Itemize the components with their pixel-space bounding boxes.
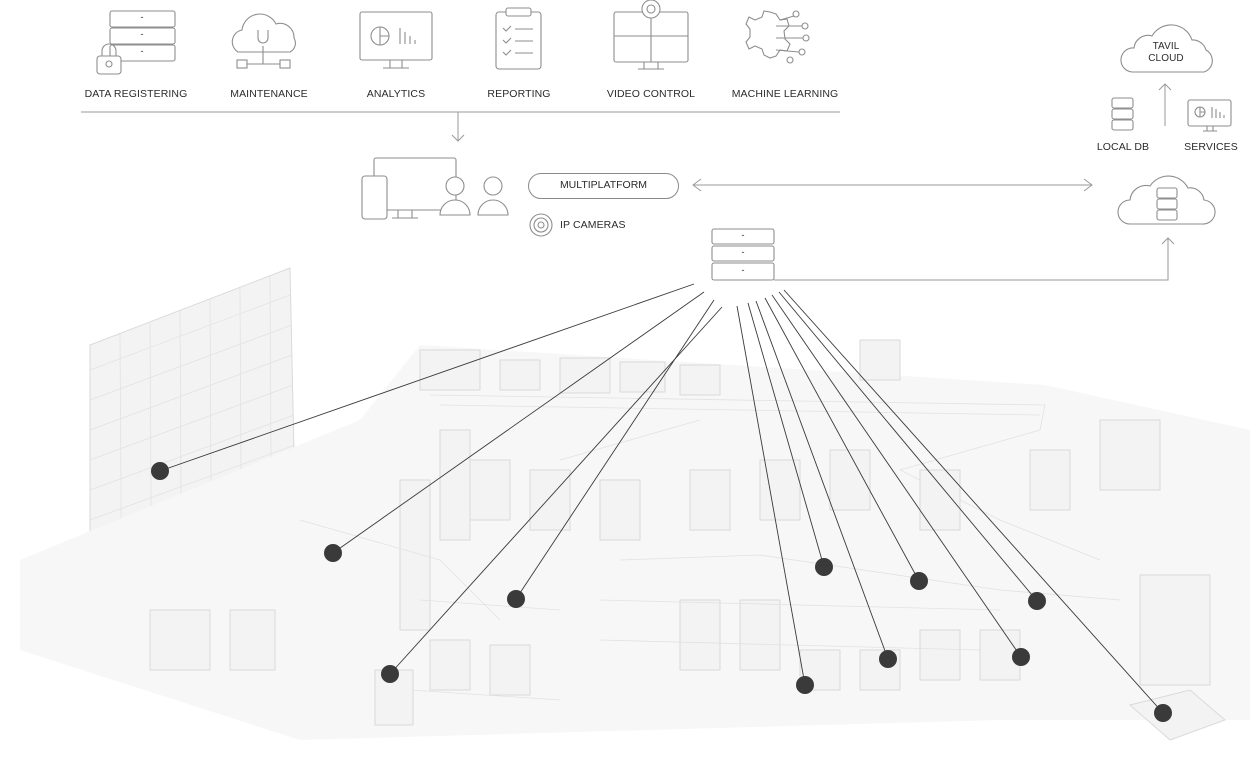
node-agv-right[interactable] — [1154, 704, 1172, 722]
equipment-nodes — [151, 462, 1172, 722]
server-slot-mark: - — [140, 29, 144, 39]
up-arrow-icon — [1158, 83, 1172, 126]
server-slot-mark: - — [140, 46, 144, 56]
local-db-icon — [1111, 97, 1134, 131]
local-db-label: LOCAL DB — [1096, 141, 1150, 153]
tavil-cloud-line2: CLOUD — [1148, 53, 1184, 64]
tavil-cloud-icon — [1120, 24, 1213, 73]
server-slot-mark: - — [140, 12, 144, 22]
server-slot-mark: - — [741, 247, 745, 257]
module-label-machine-learning: MACHINE LEARNING — [731, 88, 839, 100]
analytics-monitor-icon — [359, 11, 433, 69]
node-picker-robot[interactable] — [815, 558, 833, 576]
server-slot-mark: - — [741, 230, 745, 240]
node-robot-arm[interactable] — [1028, 592, 1046, 610]
module-label-data-registering: DATA REGISTERING — [84, 88, 188, 100]
module-label-reporting: REPORTING — [487, 88, 551, 100]
factory-illustration — [20, 267, 1250, 741]
node-packing-line-2[interactable] — [879, 650, 897, 668]
services-label: SERVICES — [1184, 141, 1238, 153]
module-label-analytics: ANALYTICS — [366, 88, 426, 100]
node-packing-line-1[interactable] — [796, 676, 814, 694]
connection-lines — [159, 283, 1164, 714]
gear-circuit-icon — [745, 10, 810, 64]
central-server-icon — [711, 228, 775, 281]
services-monitor-icon — [1187, 99, 1232, 132]
sync-arrow — [692, 178, 1093, 192]
multiplatform-devices-icon — [361, 157, 509, 220]
cloud-database-icon — [1117, 175, 1216, 225]
node-palletizer[interactable] — [324, 544, 342, 562]
node-warehouse[interactable] — [151, 462, 169, 480]
node-packing-line-3[interactable] — [1012, 648, 1030, 666]
server-to-cloud-line — [774, 237, 1175, 281]
ip-cameras-label: IP CAMERAS — [560, 219, 626, 231]
server-lock-icon — [96, 10, 176, 75]
ip-camera-icon — [529, 213, 553, 237]
cloud-wrench-icon — [231, 13, 296, 69]
node-conveyor[interactable] — [910, 572, 928, 590]
tavil-cloud-line1: TAVIL — [1152, 41, 1180, 52]
down-arrow-icon — [451, 112, 465, 142]
clipboard-checklist-icon — [495, 7, 542, 70]
node-robot-cell[interactable] — [507, 590, 525, 608]
camera-monitor-icon — [613, 0, 689, 70]
tavil-cloud-label: TAVIL CLOUD — [1136, 41, 1196, 65]
node-agv-left[interactable] — [381, 665, 399, 683]
server-slot-mark: - — [741, 265, 745, 275]
module-label-maintenance: MAINTENANCE — [230, 88, 308, 100]
module-label-video-control: VIDEO CONTROL — [606, 88, 696, 100]
multiplatform-button[interactable]: MULTIPLATFORM — [528, 173, 679, 199]
